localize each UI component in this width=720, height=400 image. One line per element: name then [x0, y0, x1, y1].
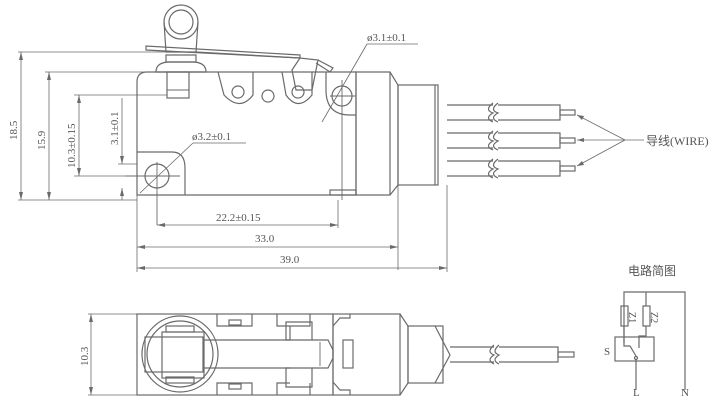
circuit-label-l: L	[633, 387, 640, 399]
dim-hole-top-diameter: ø3.1±0.1	[367, 32, 406, 44]
circuit-label-s: S	[604, 346, 610, 358]
dim-hole-mount-diameter: ø3.2±0.1	[192, 131, 231, 143]
dim-body-height: 15.9	[36, 130, 48, 150]
top-view: 10.3	[79, 313, 575, 396]
dim-body-length: 33.0	[255, 233, 275, 245]
circuit-label-z1: Z1	[626, 312, 637, 323]
wire-label: 导线(WIRE)	[646, 134, 709, 148]
wire-group	[447, 102, 644, 179]
circuit-label-z2: Z2	[648, 312, 659, 323]
circuit-label-n: N	[681, 387, 689, 399]
circuit-title: 电路简图	[628, 263, 676, 278]
front-view: 导线(WIRE) ø3.1±0.1 ø3.2±0.1 18.5 15.9 10.…	[8, 4, 709, 272]
dim-top-view-width: 10.3	[79, 346, 91, 366]
circuit-diagram: 电路简图 Z1 Z2 S L N	[604, 263, 689, 399]
dim-overall-height: 18.5	[8, 120, 20, 140]
dim-hole-spacing: 22.2±0.15	[216, 212, 261, 224]
dim-overall-length: 39.0	[280, 254, 300, 266]
dim-hole-height: 10.3±0.15	[66, 123, 78, 168]
dim-hole-offset: 3.1±0.1	[109, 111, 121, 145]
